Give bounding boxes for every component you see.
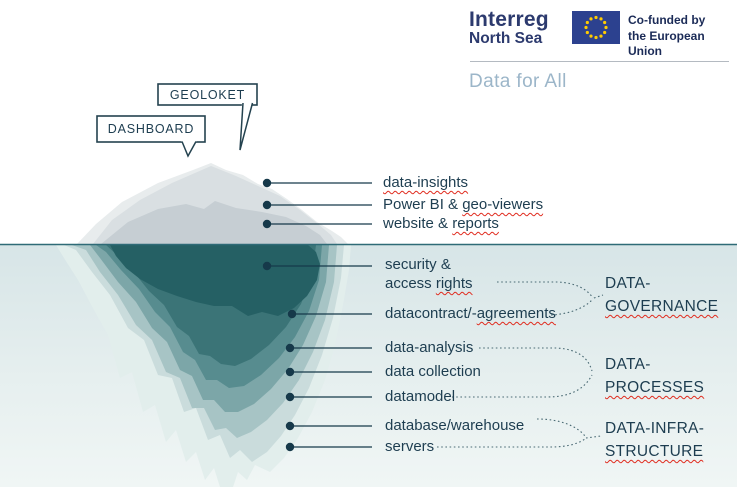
leader-dots: [262, 178, 297, 452]
dashboard-callout-label: DASHBOARD: [107, 122, 195, 136]
project-tagline: Data for All: [469, 71, 567, 92]
label-datacontract-agreements: datacontract/-agreements: [385, 305, 556, 322]
dotted-connectors: [437, 281, 604, 448]
label-datamodel: datamodel: [385, 388, 456, 405]
dashboard-callout-box: [96, 115, 206, 143]
label-website-reports: website & reports: [383, 215, 499, 232]
eu-cofunded-line1: Co-funded by: [628, 13, 706, 27]
label-database-warehouse: database/warehouse: [385, 417, 525, 434]
interreg-logo-text: Interreg: [469, 8, 549, 31]
group-data-governance: DATA- GOVERNANCE: [605, 275, 719, 315]
leader-lines: [267, 182, 372, 448]
iceberg-above-layer-inner: [101, 201, 327, 244]
label-data-analysis: data-analysis: [385, 339, 474, 356]
eu-cofunded-line2: the European Union: [628, 28, 705, 59]
eu-cofunded-text: Co-funded by the European Union: [628, 13, 737, 60]
logo-divider-line: [470, 61, 729, 62]
label-security-access-rights: security & access rights: [385, 256, 473, 292]
dashboard-callout-tail-outline: [181, 141, 197, 158]
label-data-insights: data-insights: [383, 174, 469, 191]
label-data-collection: data collection: [385, 363, 481, 380]
label-servers: servers: [385, 438, 435, 455]
group-data-processes: DATA- PROCESSES: [605, 356, 705, 396]
geoloket-callout-box: [157, 83, 258, 106]
geoloket-callout-label: GEOLOKET: [169, 87, 246, 102]
interreg-logo-subtext: North Sea: [469, 30, 543, 47]
eu-flag-icon: [572, 11, 620, 44]
geoloket-callout-tail-outline: [239, 102, 254, 151]
dashboard-callout-tail: [181, 140, 197, 157]
group-data-infrastructure: DATA-INFRA- STRUCTURE: [605, 420, 705, 460]
label-power-bi-geo-viewers: Power BI & geo-viewers: [383, 196, 544, 213]
